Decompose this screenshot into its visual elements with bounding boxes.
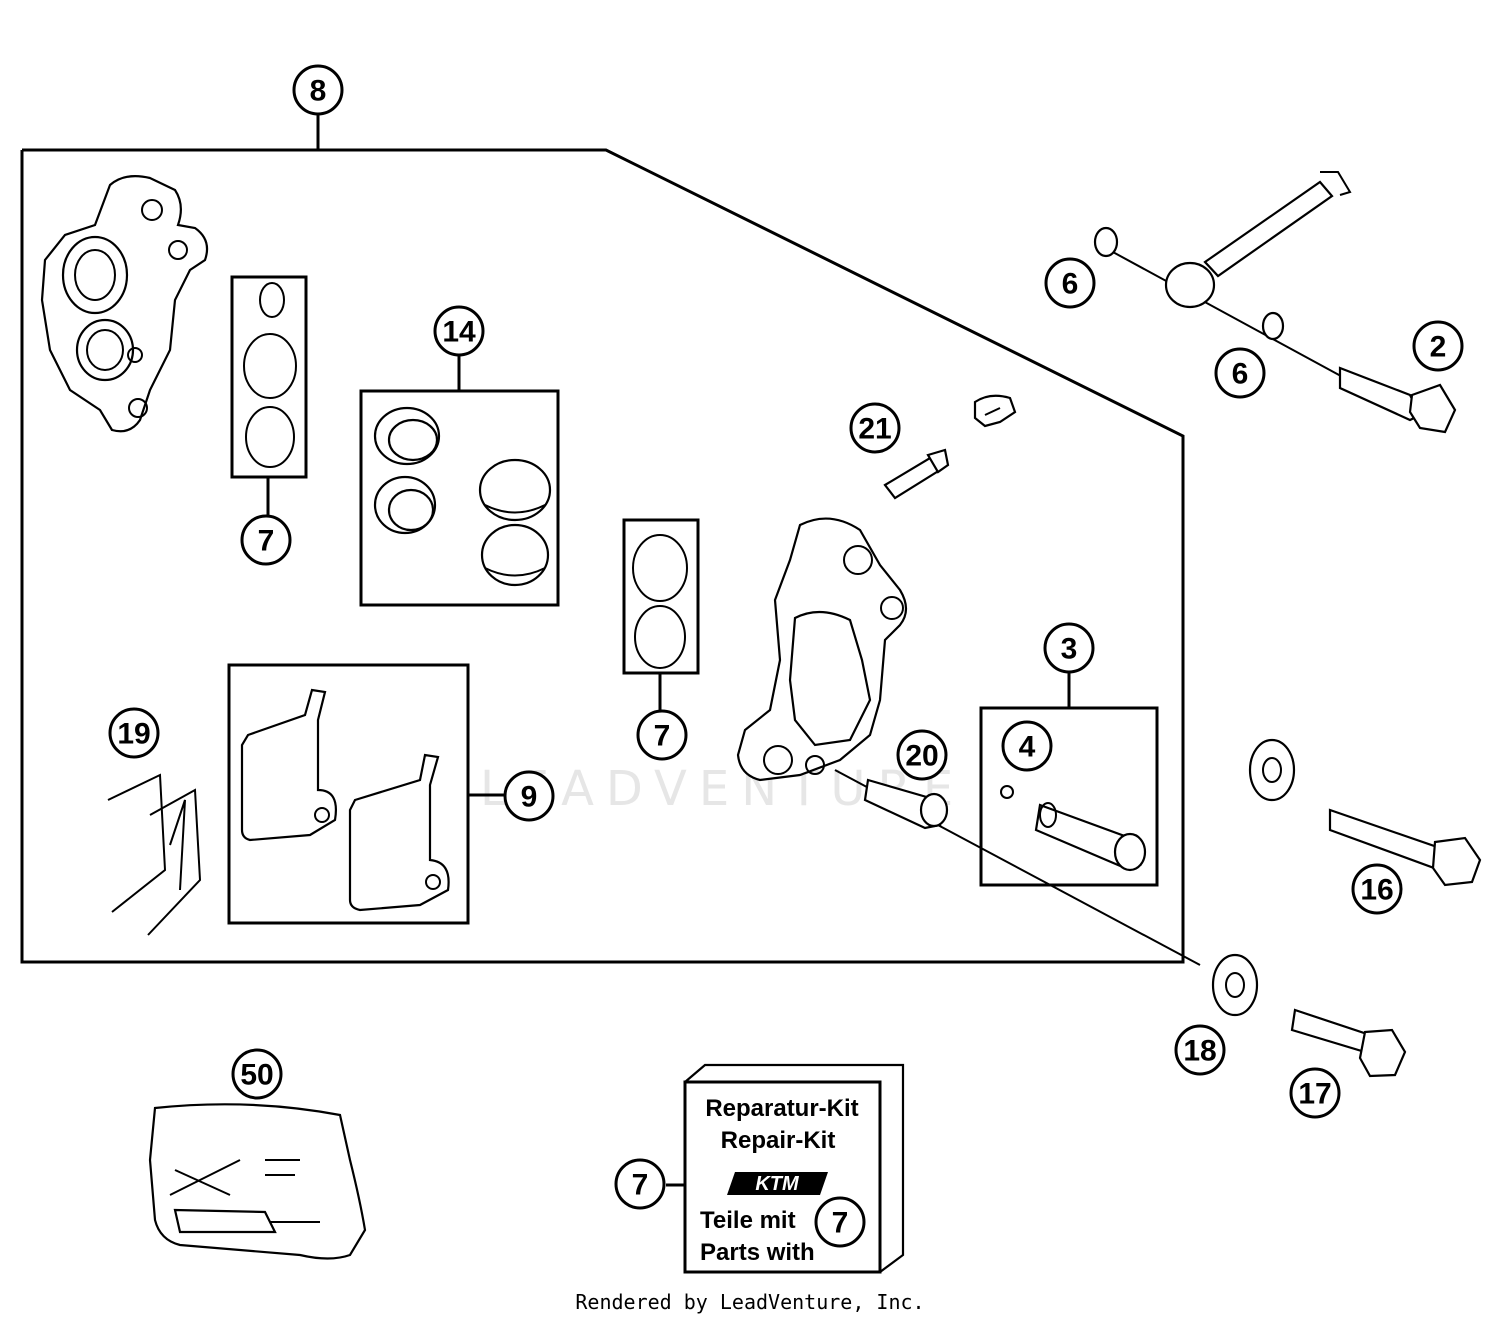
- callout-7-left: 7: [240, 514, 292, 566]
- repair-kit-box: Reparatur-Kit Repair-Kit KTM Teile mit P…: [666, 1063, 905, 1274]
- rendered-by-footer: Rendered by LeadVenture, Inc.: [575, 1290, 925, 1314]
- pin-bolt: [863, 778, 949, 830]
- svg-text:14: 14: [442, 316, 476, 349]
- seal-kit-middle: [622, 518, 700, 710]
- callout-8: 8: [292, 64, 344, 116]
- svg-text:19: 19: [117, 718, 150, 751]
- svg-text:3: 3: [1061, 633, 1078, 666]
- svg-text:16: 16: [1360, 874, 1393, 907]
- callout-50: 50: [231, 1048, 283, 1100]
- callout-9: 9: [503, 770, 555, 822]
- svg-text:7: 7: [632, 1169, 649, 1202]
- caliper-body-left: [40, 175, 209, 433]
- caliper-body-right: [736, 517, 1201, 966]
- callout-7-kit-inner: 7: [814, 1196, 866, 1248]
- svg-text:4: 4: [1019, 731, 1036, 764]
- mounting-hardware: [1211, 738, 1482, 1078]
- callout-20: 20: [896, 729, 948, 781]
- callout-6-upper: 6: [1044, 257, 1096, 309]
- callout-17: 17: [1289, 1067, 1341, 1119]
- maintenance-bag: [148, 1103, 367, 1260]
- callout-21: 21: [849, 402, 901, 454]
- svg-text:2: 2: [1430, 331, 1447, 364]
- svg-text:9: 9: [521, 781, 538, 814]
- callout-18: 18: [1174, 1024, 1226, 1076]
- callout-4: 4: [1001, 720, 1053, 772]
- repair-kit-line2: Repair-Kit: [721, 1127, 836, 1154]
- callout-19: 19: [108, 707, 160, 759]
- callout-16: 16: [1351, 863, 1403, 915]
- callout-14: 14: [433, 305, 485, 357]
- assembly-outline: [20, 148, 1185, 964]
- repair-kit-line1: Reparatur-Kit: [705, 1095, 858, 1122]
- spring-clips: [107, 773, 202, 936]
- seal-kit-left: [230, 275, 308, 515]
- repair-kit-line4: Parts with: [700, 1239, 815, 1266]
- ktm-logo: KTM: [727, 1172, 828, 1195]
- callout-2: 2: [1412, 320, 1464, 372]
- callout-7-middle: 7: [636, 709, 688, 761]
- callout-7-kit: 7: [614, 1158, 666, 1210]
- svg-text:17: 17: [1298, 1078, 1331, 1111]
- callout-3: 3: [1043, 622, 1095, 674]
- svg-text:8: 8: [310, 75, 327, 108]
- svg-text:7: 7: [654, 720, 671, 753]
- svg-text:18: 18: [1183, 1035, 1216, 1068]
- ktm-brand-text: KTM: [755, 1173, 800, 1195]
- svg-text:20: 20: [905, 740, 938, 773]
- brake-pad-box: [227, 663, 505, 925]
- svg-text:7: 7: [258, 525, 275, 558]
- svg-text:6: 6: [1232, 358, 1249, 391]
- brake-line-banjo: [1093, 171, 1457, 434]
- svg-text:7: 7: [832, 1207, 849, 1240]
- bleed-valve: [883, 394, 1017, 500]
- pin-kit-box: [979, 672, 1159, 887]
- callout-6-lower: 6: [1214, 347, 1266, 399]
- svg-text:50: 50: [240, 1059, 273, 1092]
- piston-kit: [359, 355, 560, 607]
- svg-text:21: 21: [858, 413, 891, 446]
- svg-text:6: 6: [1062, 268, 1079, 301]
- repair-kit-line3: Teile mit: [700, 1207, 796, 1234]
